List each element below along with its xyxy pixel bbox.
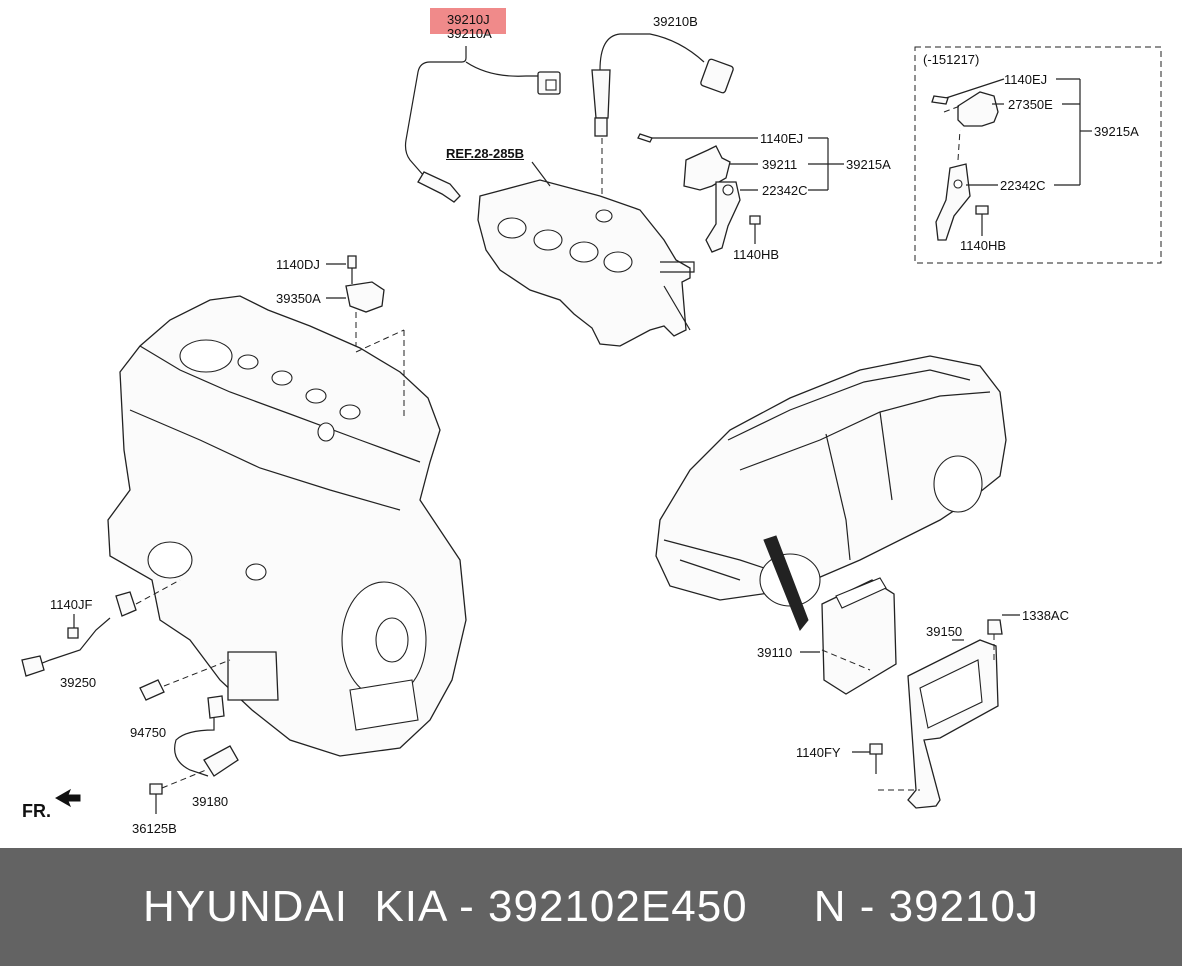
oxygen-sensor-front: [404, 46, 561, 203]
part-label-1140FY[interactable]: 1140FY: [796, 745, 841, 760]
part-label-94750[interactable]: 94750: [130, 725, 167, 740]
parts-diagram: 39210J 39210A 39210B REF.28-285B 1140EJ …: [21, 8, 1162, 836]
option-box-label: (-151217): [923, 52, 980, 67]
part-label-39210B[interactable]: 39210B: [653, 14, 698, 29]
part-label-39215A-old[interactable]: 39215A: [1094, 124, 1139, 139]
part-label-1140EJ[interactable]: 1140EJ: [760, 131, 804, 146]
part-label-39211[interactable]: 39211: [762, 157, 798, 172]
part-label-36125B[interactable]: 36125B: [132, 821, 177, 836]
part-label-39250[interactable]: 39250: [60, 675, 97, 690]
sensor-bracket-old: [931, 78, 1005, 241]
map-sensor: [326, 255, 385, 352]
part-label-1140DJ[interactable]: 1140DJ: [276, 257, 320, 272]
part-label-39180[interactable]: 39180: [192, 794, 229, 809]
crank-sensor: [139, 659, 231, 701]
diagram-drawing: [21, 33, 1162, 814]
cam-sensor: [149, 695, 239, 814]
part-label-39350A[interactable]: 39350A: [276, 291, 321, 306]
ecu-module: [800, 577, 897, 695]
knock-sensor: [21, 579, 181, 677]
part-label-39150[interactable]: 39150: [926, 624, 963, 639]
part-label-22342C-old[interactable]: 22342C: [1000, 178, 1046, 193]
part-label-22342C[interactable]: 22342C: [762, 183, 808, 198]
oxygen-sensor-rear: [591, 33, 734, 210]
part-label-1140HB[interactable]: 1140HB: [733, 247, 780, 262]
part-label-1338AC[interactable]: 1338AC: [1022, 608, 1069, 623]
option-box: [914, 46, 1162, 264]
part-label-1140JF[interactable]: 1140JF: [50, 597, 93, 612]
part-label-39210J[interactable]: 39210J: [447, 12, 490, 27]
engine-block: [107, 295, 467, 757]
sensor-bracket: [637, 133, 761, 253]
ecu-bracket: [852, 614, 1020, 809]
footer-banner: HYUNDAI KIA - 392102E450 N - 39210J: [0, 848, 1182, 966]
part-label-1140EJ-old[interactable]: 1140EJ: [1004, 72, 1048, 87]
highlighted-part-marker: [430, 8, 506, 34]
part-label-27350E[interactable]: 27350E: [1008, 97, 1053, 112]
reference-label[interactable]: REF.28-285B: [446, 146, 525, 161]
vehicle-illustration: [655, 355, 1007, 631]
front-arrow-icon: [54, 788, 81, 808]
front-direction-label: FR.: [22, 801, 51, 821]
part-label-39110[interactable]: 39110: [757, 645, 793, 660]
exhaust-manifold: [477, 179, 695, 347]
part-label-39210A[interactable]: 39210A: [447, 26, 492, 41]
part-label-1140HB-old[interactable]: 1140HB: [960, 238, 1007, 253]
part-label-39215A[interactable]: 39215A: [846, 157, 891, 172]
footer-part-numbers: HYUNDAI KIA - 392102E450 N - 39210J: [142, 882, 1039, 931]
